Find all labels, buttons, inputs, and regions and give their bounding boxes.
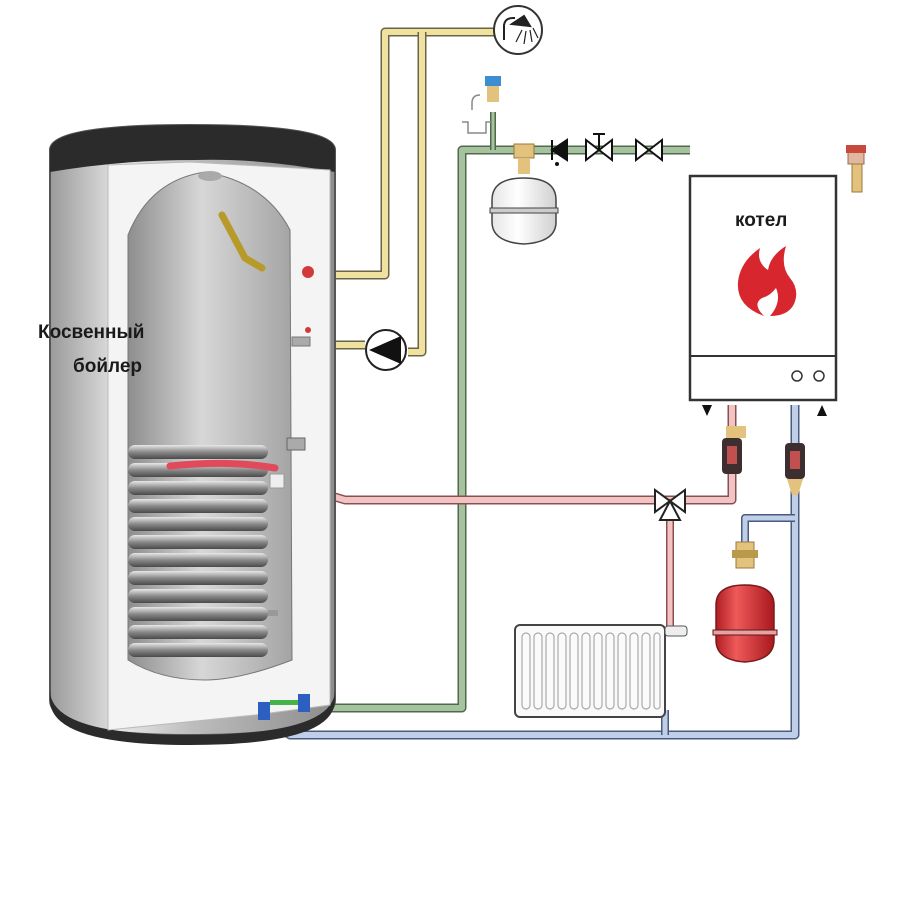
hot-water-pipe	[318, 27, 495, 357]
recirculation-pump[interactable]	[365, 329, 407, 371]
gas-boiler: котел	[688, 174, 838, 416]
expansion-tank-heating[interactable]	[712, 541, 778, 663]
hot-outlet-fitting	[302, 266, 314, 278]
cold-inlet-fitting	[298, 694, 310, 712]
inner-hot-pipe	[218, 211, 266, 272]
check-valve[interactable]	[550, 138, 568, 166]
outlet-arrow-down-icon	[702, 405, 712, 416]
boiler-safety-valve[interactable]	[846, 145, 866, 193]
shower-consumer[interactable]	[493, 5, 543, 55]
gate-valve[interactable]	[635, 137, 663, 163]
indirect-water-heater: Косвенный бойлер	[38, 123, 336, 745]
cold-water-pipe	[318, 112, 690, 713]
radiator[interactable]	[514, 624, 688, 718]
radiator-fins	[521, 632, 661, 710]
boiler-knob-1[interactable]	[791, 370, 803, 382]
safety-valve-cold[interactable]	[462, 76, 501, 134]
boiler-knob-2[interactable]	[813, 370, 825, 382]
tank-bottom-ring	[50, 690, 335, 745]
supply-filter[interactable]	[722, 426, 746, 474]
flame-icon	[737, 246, 797, 316]
shutoff-valve-icon	[585, 133, 613, 163]
pump-icon	[369, 336, 401, 364]
inner-tank	[127, 171, 293, 681]
drain-outlet-icon	[462, 94, 492, 134]
shower-icon	[503, 14, 539, 45]
tank-label-line1: Косвенный	[38, 322, 144, 343]
three-way-valve-icon	[654, 488, 686, 521]
expansion-tank-dhw[interactable]	[489, 143, 559, 245]
boiler-label: котел	[735, 210, 787, 231]
radiator-valve[interactable]	[664, 625, 688, 637]
tank-top-cap	[50, 125, 335, 172]
three-way-valve[interactable]	[654, 488, 686, 521]
check-valve-icon	[550, 138, 568, 162]
tank-label-line2: бойлер	[73, 356, 142, 377]
shutoff-valve[interactable]	[585, 133, 613, 163]
coil-supply-fitting	[269, 473, 285, 489]
inlet-arrow-up-icon	[817, 405, 827, 416]
coil-return-fitting	[258, 702, 270, 720]
heat-exchanger-coil	[128, 445, 279, 657]
gate-valve-icon	[635, 137, 663, 163]
return-filter[interactable]	[785, 443, 805, 495]
